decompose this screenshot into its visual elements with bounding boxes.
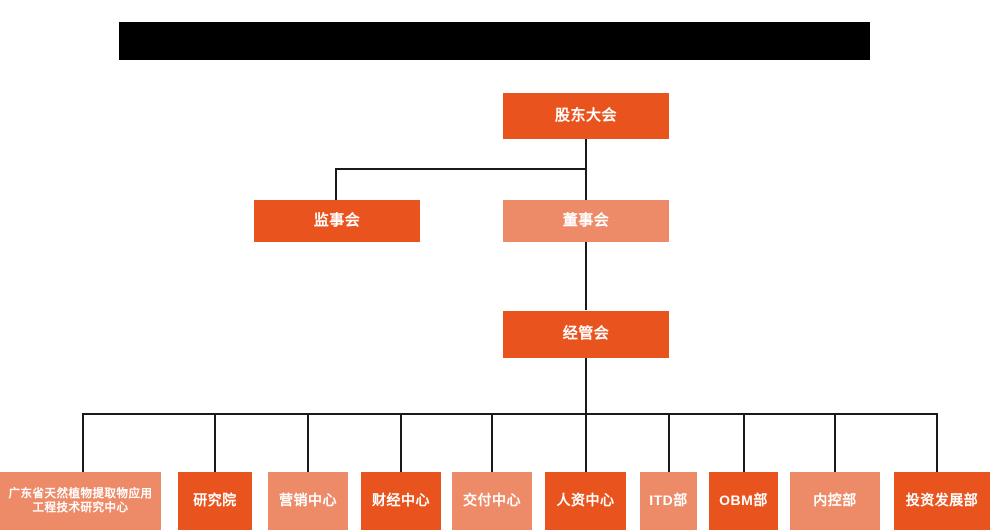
- connector-drop-internal-control: [834, 413, 836, 472]
- connector-to-directors: [585, 168, 587, 200]
- node-label: 内控部: [813, 492, 857, 509]
- node-label: 财经中心: [372, 492, 430, 509]
- node-dept-itd[interactable]: ITD部: [640, 472, 697, 530]
- node-label: OBM部: [719, 492, 768, 509]
- node-label: 投资发展部: [905, 492, 979, 509]
- connector-drop-finance: [400, 413, 402, 472]
- node-label: 股东大会: [554, 106, 617, 124]
- node-board-of-directors[interactable]: 董事会: [503, 200, 669, 242]
- redacted-title-bar: [119, 22, 870, 60]
- node-dept-hr[interactable]: 人资中心: [545, 472, 626, 530]
- connector-to-supervisors: [335, 168, 337, 200]
- node-dept-institute[interactable]: 研究院: [178, 472, 252, 530]
- node-label: 经管会: [562, 325, 610, 343]
- connector-drop-hr: [585, 413, 587, 472]
- node-dept-finance[interactable]: 财经中心: [361, 472, 441, 530]
- connector-management-down: [585, 358, 587, 414]
- connector-drop-delivery: [491, 413, 493, 472]
- node-management-committee[interactable]: 经管会: [503, 311, 669, 358]
- node-dept-research-center[interactable]: 广东省天然植物提取物应用工程技术研究中心: [0, 472, 161, 530]
- node-label: ITD部: [649, 492, 688, 509]
- connector-directors-to-management: [585, 241, 587, 310]
- connector-departments-bus: [82, 413, 936, 415]
- node-label: 营销中心: [279, 492, 337, 509]
- node-label: 交付中心: [463, 492, 521, 509]
- node-shareholders-meeting[interactable]: 股东大会: [503, 93, 669, 139]
- node-label: 广东省天然植物提取物应用工程技术研究中心: [8, 487, 153, 514]
- node-label: 董事会: [562, 211, 610, 229]
- connector-shareholders-down: [585, 139, 587, 169]
- connector-tier2-bus: [335, 168, 587, 170]
- connector-drop-investment: [936, 413, 938, 472]
- node-label: 研究院: [193, 492, 237, 509]
- node-label: 监事会: [313, 211, 361, 229]
- connector-drop-obm: [743, 413, 745, 472]
- node-board-of-supervisors[interactable]: 监事会: [254, 200, 420, 242]
- connector-drop-marketing: [307, 413, 309, 472]
- connector-drop-institute: [214, 413, 216, 472]
- connector-drop-research-center: [82, 413, 84, 472]
- connector-drop-itd: [668, 413, 670, 472]
- node-dept-internal-control[interactable]: 内控部: [790, 472, 880, 530]
- node-label: 人资中心: [556, 492, 615, 509]
- node-dept-obm[interactable]: OBM部: [709, 472, 778, 530]
- redacted-title-text: [119, 22, 870, 60]
- node-dept-marketing[interactable]: 营销中心: [268, 472, 348, 530]
- node-dept-delivery[interactable]: 交付中心: [452, 472, 532, 530]
- node-dept-investment[interactable]: 投资发展部: [894, 472, 990, 530]
